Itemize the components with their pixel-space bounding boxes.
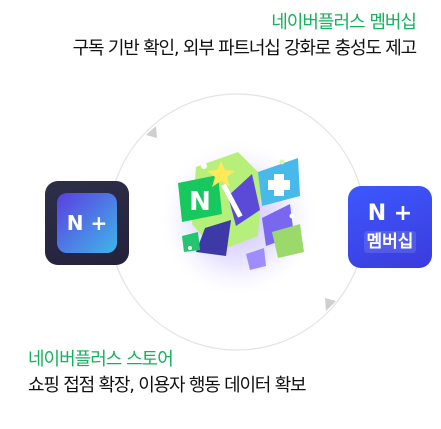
membership-caption: 멤버십: [363, 231, 417, 253]
center-graphic: N: [178, 152, 304, 270]
naver-plus-store-app-icon: N +: [45, 181, 129, 265]
star-icon: [207, 161, 235, 187]
naver-plus-membership-app-icon: N + 멤버십: [348, 186, 432, 268]
naver-plus-logo-icon: N +: [57, 193, 117, 253]
membership-description: 구독 기반 확인, 외부 파트너십 강화로 충성도 제고: [72, 38, 418, 59]
cycle-arrow-icon: [325, 298, 336, 311]
membership-title: 네이버플러스 멤버십: [271, 12, 417, 33]
center-n-logo: N: [189, 187, 211, 217]
store-title: 네이버플러스 스토어: [28, 349, 174, 370]
store-description: 쇼핑 접점 확장, 이용자 행동 데이터 확보: [28, 375, 307, 396]
naver-plus-logo-icon: N +: [367, 201, 413, 226]
cycle-arrow-icon: [146, 126, 157, 138]
